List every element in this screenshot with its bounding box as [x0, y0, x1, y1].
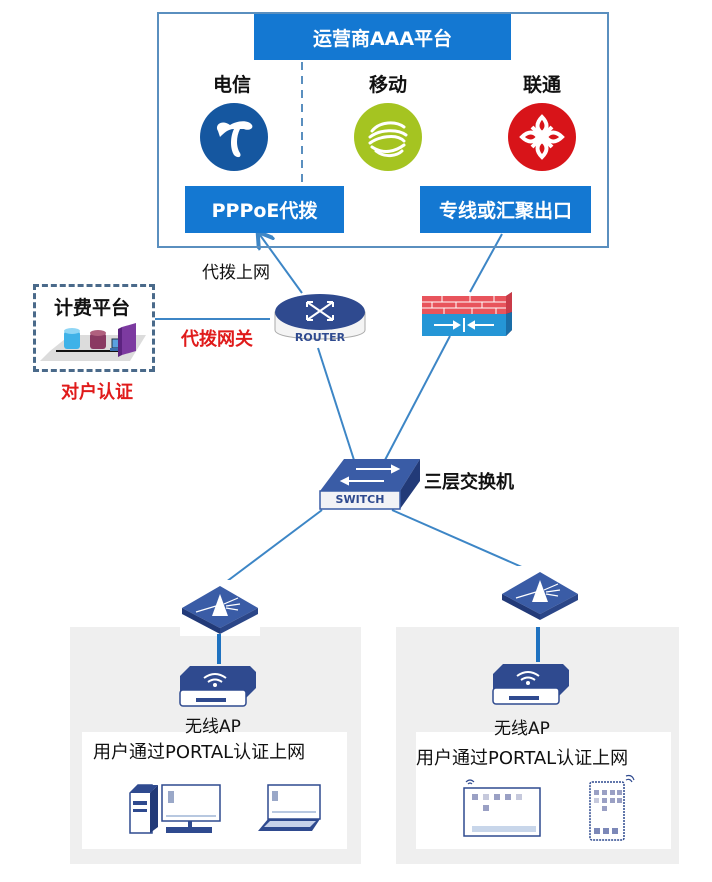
wireless-ap-right — [492, 662, 569, 706]
router-to-pppoe-link — [260, 235, 303, 294]
ap-uplink-right — [536, 627, 540, 662]
china-telecom-logo-icon — [200, 103, 268, 171]
portal-text-left: 用户通过PORTAL认证上网 — [93, 742, 306, 763]
wireless-ap-left — [179, 664, 256, 708]
switch-label: SWITCH — [335, 493, 385, 506]
ap-label-left: 无线AP — [185, 717, 241, 737]
billing-title: 计费平台 — [54, 297, 131, 319]
auth-label: 对户认证 — [61, 382, 133, 403]
desktop-pc-icon — [129, 784, 221, 834]
ap-controller-right — [500, 566, 580, 622]
switch-caption: 三层交换机 — [424, 472, 514, 493]
ap-controller-left — [180, 580, 260, 636]
carrier-name-mobile: 移动 — [368, 74, 407, 96]
firewall-to-switch-link — [384, 335, 451, 461]
router-device: ROUTER — [273, 290, 367, 350]
tablet-icon — [463, 779, 541, 837]
carrier-name-telecom: 电信 — [212, 74, 251, 96]
firewall-icon — [422, 292, 512, 336]
pppoe-dial-exit: PPPoE代拨 — [185, 186, 344, 233]
dial-up-label: 代拨上网 — [202, 263, 270, 283]
user-area-right — [416, 732, 671, 849]
portal-text-right: 用户通过PORTAL认证上网 — [416, 748, 629, 769]
china-unicom-logo-icon — [508, 103, 576, 171]
router-icon — [274, 294, 366, 340]
dedicated-line-exit: 专线或汇聚出口 — [420, 186, 591, 233]
aaa-platform-title: 运营商AAA平台 — [254, 14, 511, 60]
wireless-controller-icon — [502, 572, 578, 620]
switch-to-right-ap-link — [391, 509, 541, 576]
switch-to-left-ap-link — [221, 509, 323, 586]
switch-icon — [319, 459, 420, 510]
carrier-aaa-frame — [157, 12, 609, 248]
carrier-name-unicom: 联通 — [522, 74, 561, 96]
firewall-device — [422, 292, 512, 338]
gateway-label: 代拨网关 — [181, 329, 253, 350]
router-to-switch-link — [317, 347, 355, 461]
china-mobile-logo-icon — [354, 103, 422, 171]
wireless-controller-icon — [182, 586, 258, 634]
wireless-ap-icon — [492, 664, 569, 705]
layer3-switch-device: SWITCH — [318, 455, 420, 513]
billing-platform: 计费平台 — [33, 284, 155, 372]
laptop-icon — [258, 784, 321, 831]
billing-servers-icon — [40, 323, 146, 361]
router-label: ROUTER — [294, 331, 346, 344]
ap-uplink-left — [217, 634, 221, 664]
wireless-ap-icon — [179, 666, 256, 707]
firewall-to-exit-link — [469, 233, 503, 293]
ap-label-right: 无线AP — [494, 719, 550, 739]
smartphone-icon — [589, 774, 635, 841]
